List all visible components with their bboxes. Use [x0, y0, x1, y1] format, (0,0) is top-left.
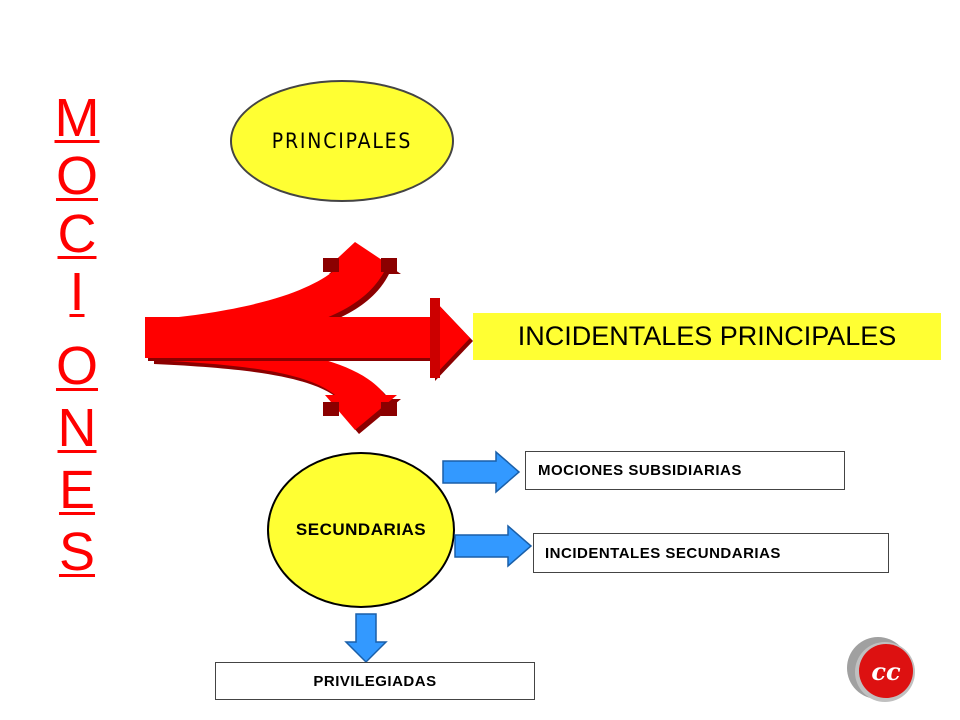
principales-ellipse: PRINCIPALES: [230, 80, 454, 202]
principales-label: PRINCIPALES: [271, 129, 413, 153]
title-letter: O: [55, 336, 98, 396]
blue-arrow-subsidiarias: [442, 450, 521, 494]
title-letter: I: [69, 262, 85, 322]
mociones-subsidiarias-label: MOCIONES SUBSIDIARIAS: [538, 462, 742, 479]
title-letter: N: [57, 398, 97, 458]
cc-logo: cc: [847, 637, 919, 709]
incidentales-secundarias-label: INCIDENTALES SECUNDARIAS: [545, 544, 781, 562]
title-letter: S: [58, 522, 96, 582]
title-letter: E: [58, 460, 96, 520]
cc-logo-text: cc: [871, 656, 901, 686]
privilegiadas-box: PRIVILEGIADAS: [215, 662, 535, 700]
red-split-arrow: [145, 242, 473, 434]
blue-arrow-incidentales-secundarias: [454, 524, 533, 568]
incidentales-principales-box: INCIDENTALES PRINCIPALES: [473, 313, 941, 360]
title-letter: M: [54, 88, 100, 148]
blue-arrow-privilegiadas: [344, 613, 388, 664]
mociones-subsidiarias-box: MOCIONES SUBSIDIARIAS: [525, 451, 845, 490]
incidentales-principales-label: INCIDENTALES PRINCIPALES: [517, 321, 897, 351]
privilegiadas-label: PRIVILEGIADAS: [313, 672, 437, 690]
incidentales-secundarias-box: INCIDENTALES SECUNDARIAS: [533, 533, 889, 573]
secundarias-label: SECUNDARIAS: [295, 520, 427, 539]
title-letter: O: [55, 146, 98, 206]
secundarias-ellipse: SECUNDARIAS: [267, 452, 455, 608]
title-letter: C: [57, 204, 97, 264]
